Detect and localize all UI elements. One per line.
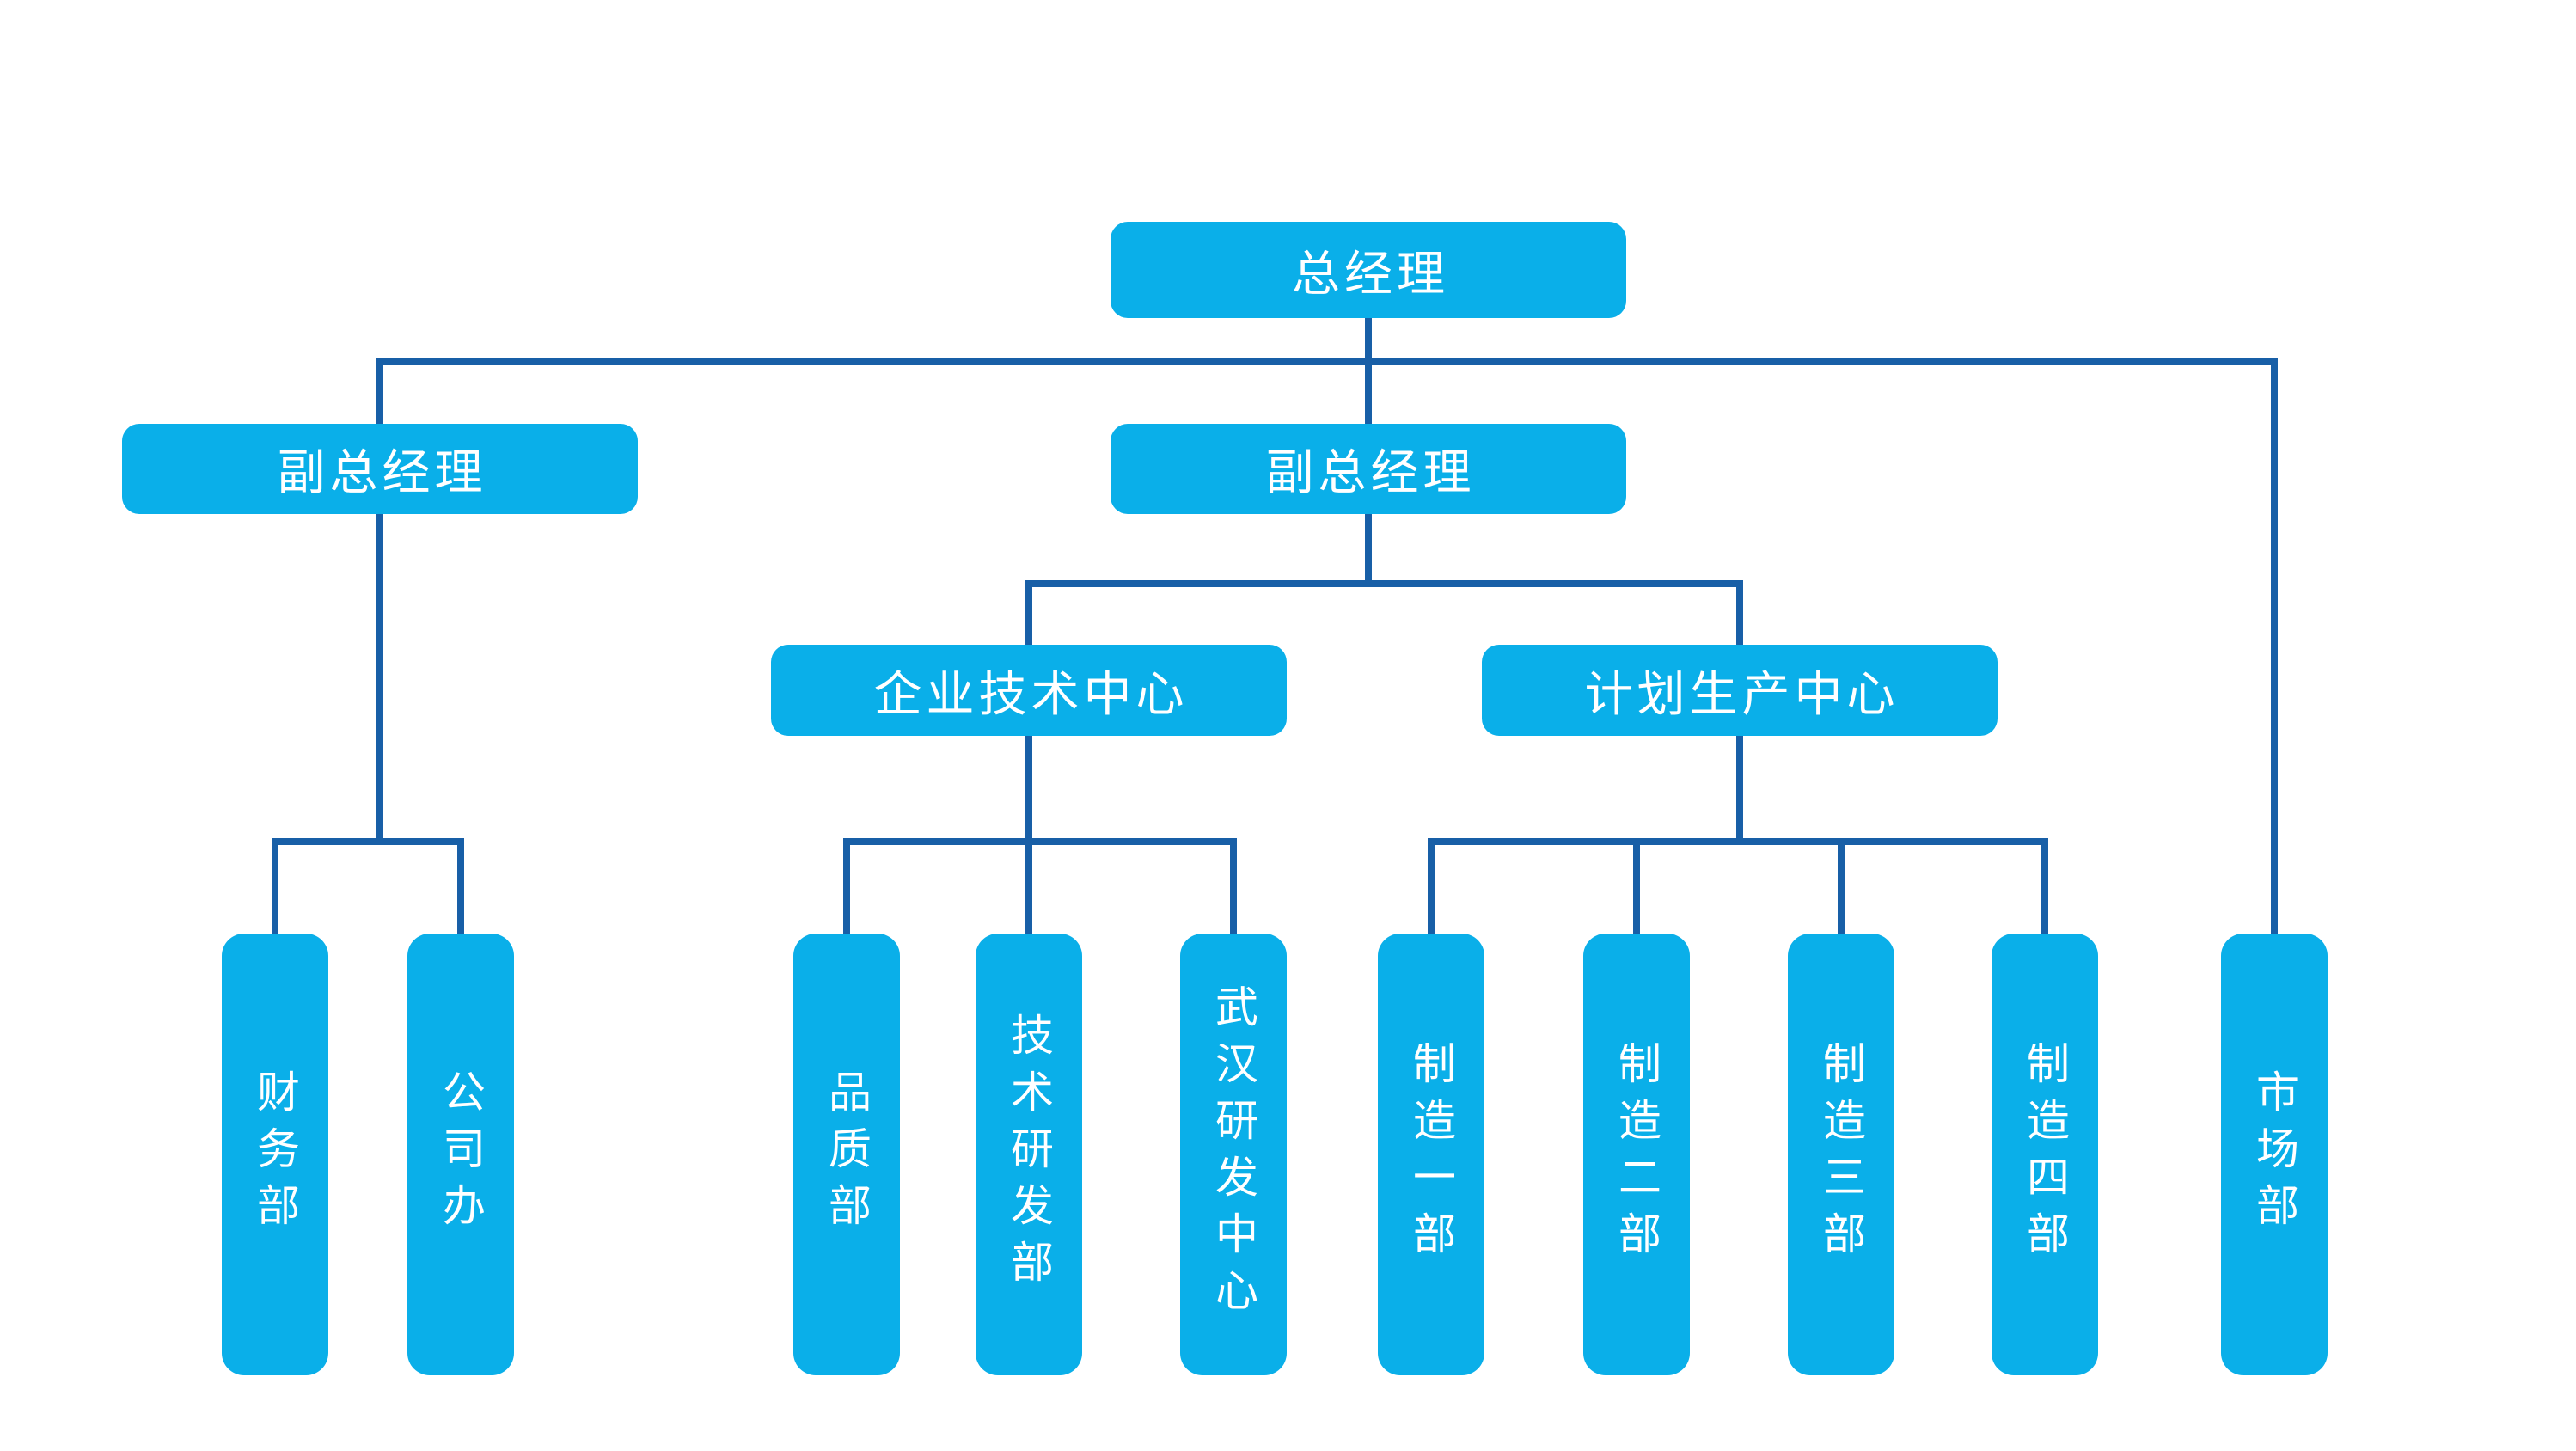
node-company-office: 公司办 [407, 934, 514, 1375]
edge-deputy-left-spine [376, 358, 383, 845]
edge-tech-center-bus [843, 838, 1237, 845]
node-manufacturing-dept-2: 制造二部 [1583, 934, 1690, 1375]
edge-deputy-mid-bus [1025, 580, 1743, 587]
edge-marketing-spine [2271, 358, 2278, 935]
node-general-manager: 总经理 [1111, 222, 1626, 318]
node-enterprise-tech-center: 企业技术中心 [771, 645, 1287, 736]
edge-root-bus [376, 358, 2278, 365]
node-deputy-gm-left: 副总经理 [122, 424, 638, 514]
edge-drop-manufacturing-2 [1633, 838, 1640, 935]
edge-production-center-spine [1736, 729, 1743, 845]
node-marketing-dept: 市场部 [2221, 934, 2328, 1375]
node-tech-rd-dept: 技术研发部 [976, 934, 1082, 1375]
edge-tech-center-spine [1025, 729, 1032, 935]
edge-drop-manufacturing-1 [1428, 838, 1435, 935]
edge-production-center-drop [1736, 580, 1743, 650]
node-deputy-gm-mid: 副总经理 [1111, 424, 1626, 514]
edge-drop-wuhan-rd [1230, 838, 1237, 935]
node-quality-dept: 品质部 [793, 934, 900, 1375]
edge-drop-manufacturing-4 [2041, 838, 2048, 935]
edge-deputy-left-bus [272, 838, 464, 845]
node-finance-dept: 财务部 [222, 934, 328, 1375]
node-manufacturing-dept-3: 制造三部 [1788, 934, 1894, 1375]
edge-tech-center-drop [1025, 580, 1032, 650]
node-planning-production-center: 计划生产中心 [1482, 645, 1998, 736]
node-manufacturing-dept-1: 制造一部 [1378, 934, 1484, 1375]
edge-drop-manufacturing-3 [1838, 838, 1845, 935]
node-manufacturing-dept-4: 制造四部 [1992, 934, 2098, 1375]
node-wuhan-rd-center: 武汉研发中心 [1180, 934, 1287, 1375]
edge-general-manager-drop [1365, 313, 1372, 365]
edge-drop-company-office [457, 838, 464, 935]
edge-drop-finance [272, 838, 278, 935]
edge-drop-quality [843, 838, 850, 935]
